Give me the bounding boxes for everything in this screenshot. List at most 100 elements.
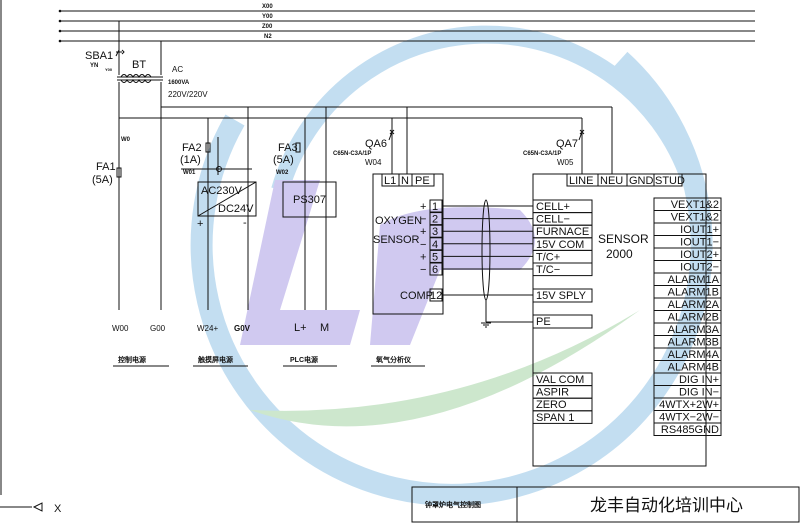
terminal-label: 4WTX−2W−: [659, 412, 719, 424]
terminal-label: ALARM1B: [668, 287, 719, 299]
watermark-letter-f: [370, 207, 535, 345]
axis-label: X: [54, 503, 62, 515]
pin-sign: +: [420, 226, 426, 238]
terminal-line: LINE: [569, 175, 593, 187]
pin-sign: +: [420, 201, 426, 213]
title-block: 钟罩炉电气控制图 龙丰自动化培训中心: [411, 486, 800, 523]
terminal-label: T/C+: [536, 251, 560, 263]
signal-wires: [442, 205, 533, 296]
pin-number: 5: [432, 251, 438, 263]
axis-indicator: X: [32, 502, 62, 515]
terminal-label: ZERO: [536, 399, 567, 411]
touchscreen-power-branch: FA2 (1A) W01 AC230V DC24V + - W24+ G0V 触…: [180, 137, 257, 367]
converter-plus: +: [197, 218, 203, 230]
terminal-label: ALARM2B: [668, 312, 719, 324]
sensor2000-right-terminals: VEXT1&2VEXT1&2IOUT1+IOUT1−IOUT2+IOUT2−AL…: [653, 197, 722, 436]
pin-sign: −: [420, 239, 426, 251]
terminal-g00: G00: [150, 324, 166, 333]
watermark-logo: [190, 25, 713, 506]
fuse-fa1-label: FA1: [96, 161, 116, 173]
ground-icon: [481, 322, 491, 328]
terminal-label: ALARM1A: [668, 274, 720, 286]
junction-icon: [216, 166, 222, 172]
switch-sub-label: YN: [90, 63, 98, 69]
terminal-label: VEXT1&2: [671, 199, 719, 211]
breaker-qa7-name: QA7: [556, 138, 578, 150]
oxygen-sensor-title-1: OXYGEN: [375, 215, 422, 227]
breaker-qa6-name: QA6: [365, 138, 387, 150]
oxygen-sensor-title-2: SENSOR: [373, 234, 420, 246]
axis-arrow-icon: [32, 502, 43, 512]
converter-minus: -: [243, 217, 247, 229]
terminal-neu: NEU: [600, 175, 623, 187]
sensor2000-title-1: SENSOR: [598, 232, 649, 246]
pin-number: 2: [432, 214, 438, 226]
pin-number: 4: [432, 239, 438, 251]
fuse-fa2-icon: [205, 142, 211, 153]
breaker-qa6: QA6 C65N-C3A/1P W04: [333, 118, 395, 174]
organization-name: 龙丰自动化培训中心: [590, 496, 743, 515]
control-power-branch: W0 FA1 (5A) W00 G00 控制电源: [92, 137, 169, 367]
sensor2000-block: LINE NEU GND STUD SENSOR 2000 CELL+CELL−…: [532, 173, 722, 467]
pin-sign: −: [420, 264, 426, 276]
fuse-fa1-rating: (5A): [92, 174, 113, 186]
fuse-fa3-label: FA3: [278, 142, 298, 154]
sensor2000-title-2: 2000: [606, 247, 633, 261]
terminal-label: FURNACE: [536, 226, 589, 238]
pin-sign: −: [420, 214, 426, 226]
plc-supply-box: [282, 181, 337, 218]
terminal-w24: W24+: [197, 324, 218, 333]
fuse-fa2-label: FA2: [182, 142, 202, 154]
transformer-coil-icon: [117, 74, 163, 83]
oxygen-sensor-power-terminals: L1 N PE: [381, 173, 435, 187]
transformer-type: AC: [172, 65, 183, 74]
bus-label-z00: Z00: [262, 24, 273, 30]
bus-label-n2: N2: [264, 34, 272, 40]
breaker-qa7: QA7 C65N-C3A/1P W05: [523, 118, 585, 174]
plc-power-branch: FA3 (5A) W02 PS307 L+ M PLC电源 氧气分析仪: [273, 142, 425, 367]
terminal-label: DIG IN+: [679, 374, 719, 386]
fuse-fa3-icon: [295, 142, 301, 153]
comp-pin: 12: [430, 290, 442, 302]
terminal-label: DIG IN−: [679, 387, 719, 399]
terminal-label: ALARM2A: [668, 299, 720, 311]
switch-label: SBA1: [85, 50, 113, 62]
oxygen-sensor-pins: 1+2−3+4−5+6−: [420, 199, 443, 276]
fuse-fa1-icon: [116, 167, 122, 178]
terminal-label: VAL COM: [536, 374, 584, 386]
pin-number: 1: [432, 201, 438, 213]
caption-plc-power: PLC电源: [290, 355, 318, 364]
terminal-label: CELL−: [536, 214, 570, 226]
transformer-rating: 1600VA: [168, 80, 190, 86]
terminal-pe-sensor: PE: [536, 316, 551, 328]
breaker-qa7-wire: W05: [557, 158, 574, 167]
terminal-label: T/C−: [536, 264, 560, 276]
terminal-label: IOUT2−: [680, 262, 719, 274]
breaker-qa7-icon: [578, 118, 585, 174]
converter-ac-dc: [197, 181, 257, 217]
breaker-qa7-model: C65N-C3A/1P: [523, 151, 561, 157]
power-buses: X00 Y00 Z00 N2: [58, 4, 755, 43]
control-wire-label: W0: [121, 137, 131, 143]
comp-label: COMP: [400, 290, 433, 302]
transformer-section: SBA1 YN Y00 BT AC 1600VA 220V/220V: [85, 21, 208, 310]
breaker-qa6-model: C65N-C3A/1P: [333, 151, 371, 157]
terminal-label: ALARM4B: [668, 362, 719, 374]
bus-label-x00: X00: [262, 4, 273, 10]
pin-number: 6: [432, 264, 438, 276]
terminal-g0v: G0V: [234, 324, 251, 333]
plc-supply-label: PS307: [293, 194, 326, 206]
terminal-label: ALARM3B: [668, 337, 719, 349]
terminal-box: [532, 410, 593, 424]
terminal-label: ALARM4A: [668, 349, 720, 361]
terminal-label: ASPIR: [536, 387, 569, 399]
terminal-label: CELL+: [536, 201, 570, 213]
terminal-15v-sply: 15V SPLY: [536, 290, 587, 302]
converter-output: DC24V: [218, 203, 254, 215]
terminal-label: IOUT2+: [680, 249, 719, 261]
terminal-stud: STUD: [655, 175, 685, 187]
fuse-fa2-rating: (1A): [180, 154, 201, 166]
watermark-ring-inner: [271, 25, 699, 193]
